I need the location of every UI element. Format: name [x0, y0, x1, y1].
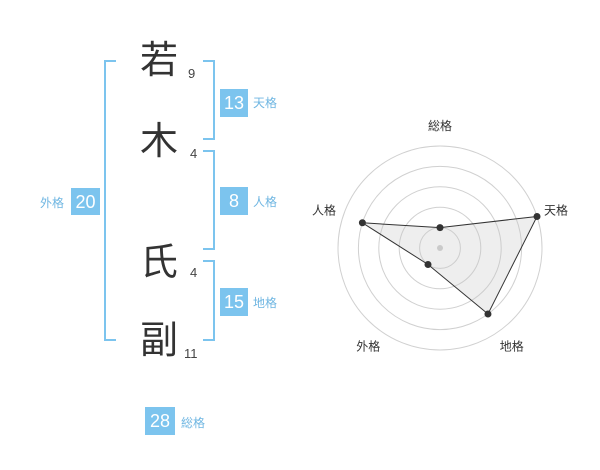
name-char-3: 氏: [140, 240, 179, 284]
radar-point-1: [436, 224, 444, 232]
gaikaku-bracket: [104, 60, 116, 341]
chikaku-bracket: [203, 260, 215, 341]
stroke-count-4: 11: [184, 346, 198, 361]
stroke-count-1: 9: [188, 66, 196, 81]
jinkaku-value: 8: [220, 187, 248, 215]
radar-point-5: [358, 219, 366, 227]
name-char-1: 若: [140, 38, 179, 82]
soukaku-label: 総格: [181, 416, 206, 430]
radar-center: [437, 245, 443, 251]
radar-point-3: [484, 310, 492, 318]
radar-axis-label-5: 人格: [312, 202, 336, 217]
radar-ring: [378, 186, 502, 310]
tenkaku-bracket: [203, 60, 215, 140]
radar-axis-label-1: 総格: [428, 118, 452, 133]
gaikaku-value: 20: [71, 188, 100, 215]
stroke-count-3: 4: [190, 265, 198, 280]
tenkaku-label: 天格: [253, 96, 278, 110]
soukaku-value: 28: [145, 407, 175, 435]
tenkaku-value: 13: [220, 89, 248, 117]
radar-axis-label-4: 外格: [356, 339, 380, 354]
radar-axis-label-3: 地格: [500, 339, 524, 354]
radar-ring: [337, 145, 543, 351]
radar-series-shape: [362, 215, 538, 315]
stroke-count-2: 4: [190, 146, 198, 161]
radar-point-4: [424, 261, 432, 269]
name-char-4: 副: [140, 318, 179, 362]
radar-ring: [398, 206, 482, 290]
radar-axis-label-2: 天格: [544, 202, 568, 217]
radar-point-2: [533, 212, 541, 220]
jinkaku-bracket: [203, 150, 215, 250]
chikaku-value: 15: [220, 288, 248, 316]
jinkaku-label: 人格: [253, 195, 278, 209]
gaikaku-label: 外格: [40, 196, 65, 210]
name-char-2: 木: [140, 119, 179, 163]
chikaku-label: 地格: [253, 296, 278, 310]
